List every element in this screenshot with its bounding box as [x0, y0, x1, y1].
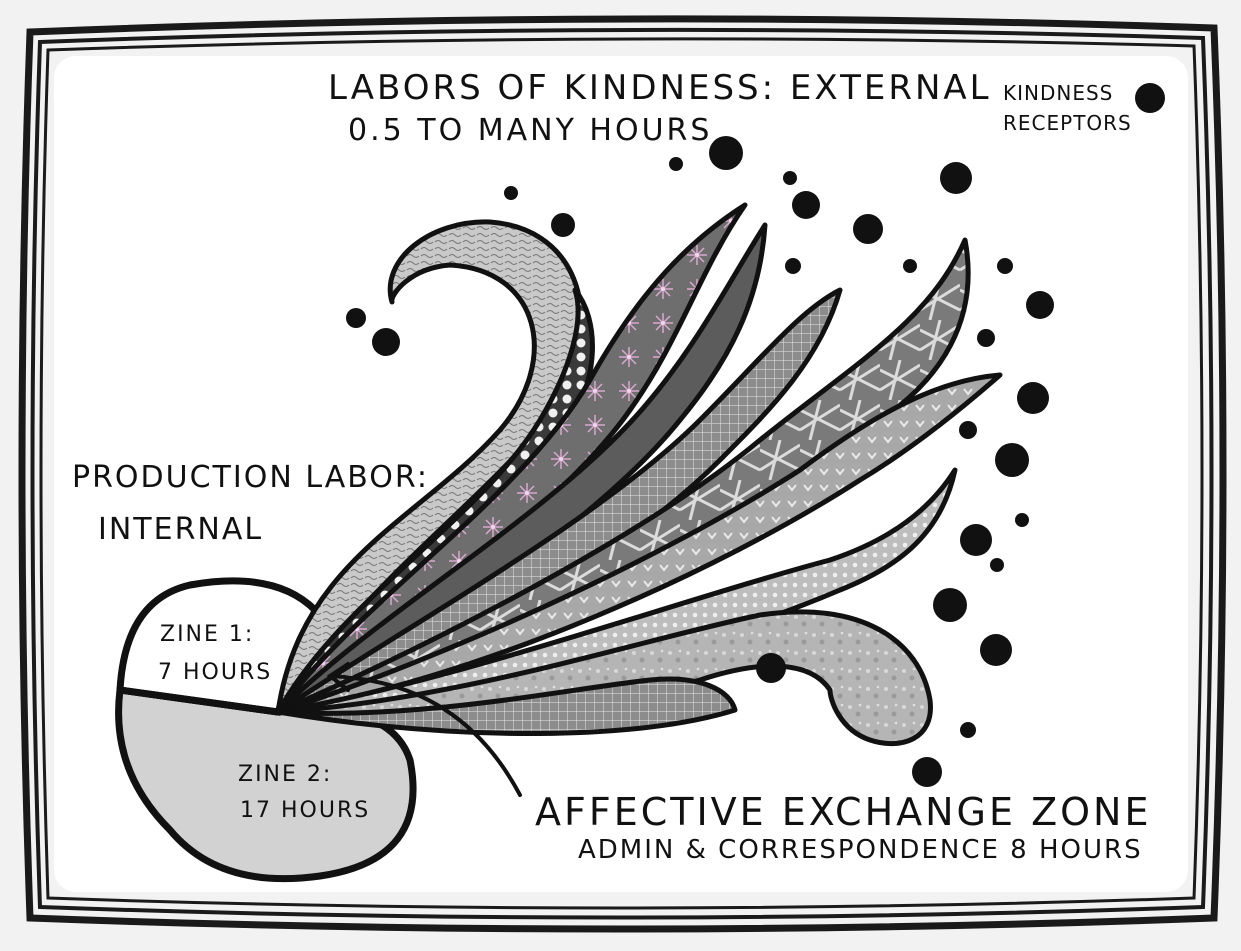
legend-receptor-dot: [1135, 83, 1165, 113]
receptor-dot: [995, 443, 1029, 477]
receptor-dot: [1017, 382, 1049, 414]
affective-exchange-zone-label: AFFECTIVE EXCHANGE ZONE: [535, 790, 1151, 834]
receptor-dot: [933, 588, 967, 622]
receptor-dot: [669, 157, 683, 171]
receptor-dot: [551, 213, 575, 237]
admin-correspondence-label: ADMIN & CORRESPONDENCE 8 HOURS: [578, 835, 1143, 865]
receptor-dot: [903, 259, 917, 273]
receptor-dot: [756, 653, 786, 683]
receptor-dot: [1026, 291, 1054, 319]
production-labor-label: PRODUCTION LABOR:: [72, 460, 429, 495]
receptor-dot: [977, 329, 995, 347]
receptor-dot: [980, 634, 1012, 666]
diagram-title: LABORS of KINDNESS: EXTERNAL: [328, 68, 992, 108]
receptor-dot: [372, 328, 400, 356]
receptor-dot: [783, 171, 797, 185]
receptor-dot: [1015, 513, 1029, 527]
zine-1-hours: 7 HOURS: [158, 660, 272, 685]
zine-2-hours: 17 HOURS: [240, 798, 370, 823]
receptor-dot: [709, 136, 743, 170]
zine-1-name: ZINE 1:: [160, 622, 254, 647]
receptor-dot: [912, 757, 942, 787]
kindness-receptors-label: KINDNESS RECEPTORS: [1003, 78, 1133, 138]
receptor-dot: [990, 558, 1004, 572]
receptor-dot: [960, 524, 992, 556]
diagram-subtitle: 0.5 TO MANY HOURS: [348, 113, 712, 148]
receptor-dot: [959, 421, 977, 439]
production-internal-label: INTERNAL: [98, 512, 263, 547]
receptor-dot: [785, 258, 801, 274]
zine-2-name: ZINE 2:: [238, 762, 332, 787]
receptor-dot: [940, 162, 972, 194]
receptor-dot: [792, 191, 820, 219]
receptor-dot: [997, 258, 1013, 274]
receptor-dot: [504, 186, 518, 200]
receptor-dot: [346, 308, 366, 328]
receptor-dot: [960, 722, 976, 738]
receptor-dot: [853, 214, 883, 244]
